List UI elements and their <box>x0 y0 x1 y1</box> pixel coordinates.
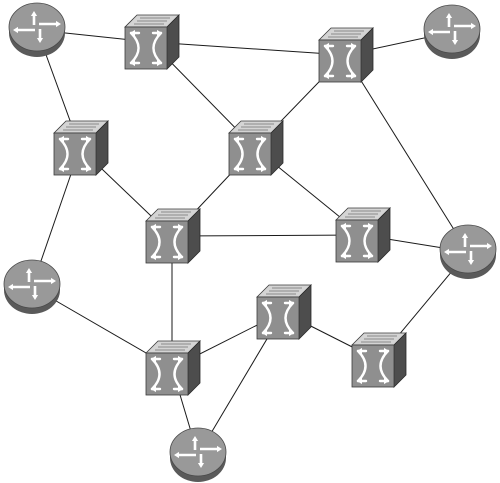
router-icon <box>444 233 492 265</box>
link-s5-s6 <box>171 234 363 237</box>
link-s1-s2 <box>150 41 346 56</box>
router-r1[interactable] <box>8 2 66 57</box>
router-icon <box>13 11 61 43</box>
link-s2-r3 <box>344 54 469 253</box>
switch-s7[interactable] <box>256 284 312 340</box>
atm-switch-icon <box>233 135 267 173</box>
atm-switch-icon <box>150 223 184 261</box>
router-icon <box>174 436 222 468</box>
switch-s8[interactable] <box>145 340 201 396</box>
router-r4[interactable] <box>3 259 61 314</box>
router-icon <box>428 13 476 45</box>
atm-switch-icon <box>150 355 184 393</box>
switch-s5[interactable] <box>145 208 201 264</box>
switch-s6[interactable] <box>335 207 391 263</box>
switch-s1[interactable] <box>124 14 180 70</box>
router-r3[interactable] <box>439 224 497 279</box>
router-r5[interactable] <box>169 427 227 482</box>
switch-s9[interactable] <box>351 332 407 388</box>
switch-s4[interactable] <box>228 120 284 176</box>
atm-switch-icon <box>58 135 92 173</box>
router-icon <box>8 268 56 300</box>
atm-switch-icon <box>340 222 374 260</box>
switch-s2[interactable] <box>318 27 374 83</box>
atm-switch-icon <box>261 299 295 337</box>
nodes-layer <box>3 2 497 482</box>
switch-s3[interactable] <box>53 120 109 176</box>
atm-switch-icon <box>129 29 163 67</box>
links-layer <box>31 29 469 456</box>
router-r2[interactable] <box>423 4 481 59</box>
atm-switch-icon <box>356 347 390 385</box>
atm-switch-icon <box>323 42 357 80</box>
